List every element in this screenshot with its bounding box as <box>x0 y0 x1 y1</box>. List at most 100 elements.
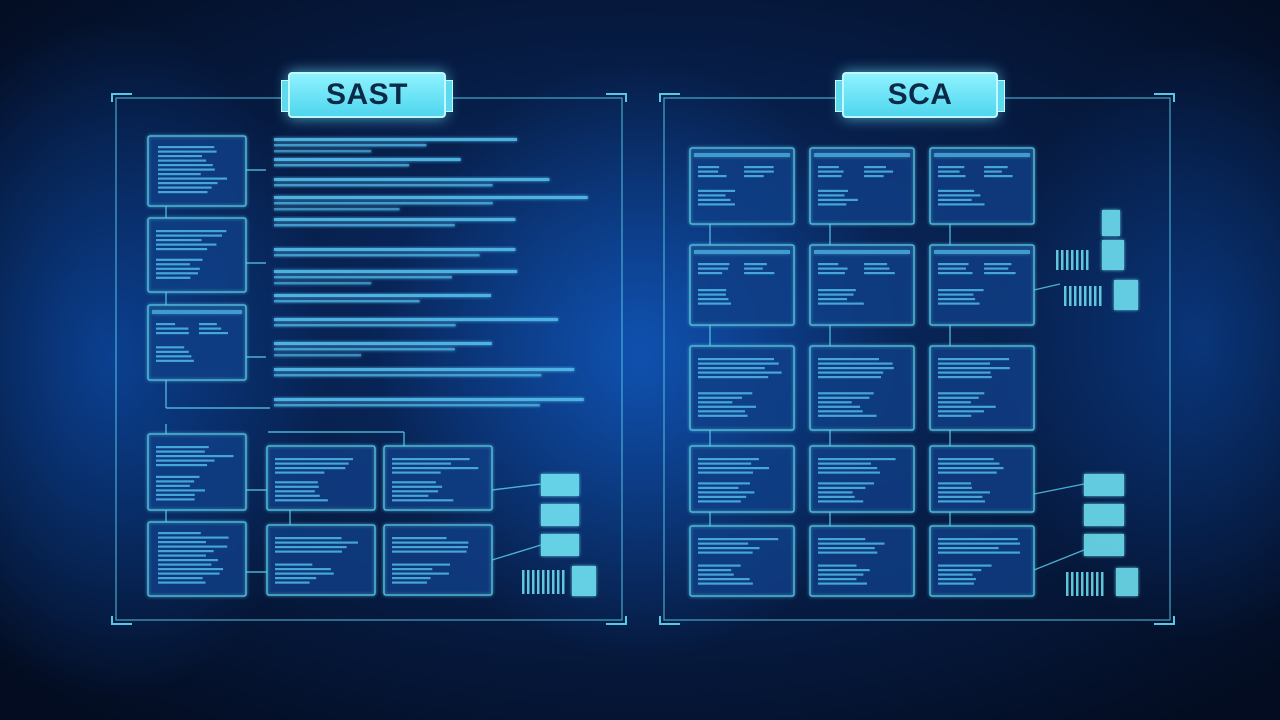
text-line-bar <box>818 358 879 361</box>
text-line-bar <box>158 532 201 535</box>
sast-code-row <box>274 368 575 377</box>
box-frame <box>147 217 247 293</box>
code-row-bar <box>274 208 400 211</box>
text-line-bar <box>392 572 449 575</box>
box-text-block <box>818 289 864 305</box>
code-row-bar <box>274 224 455 227</box>
sca-accent-block <box>1102 210 1120 236</box>
box-header-bar <box>694 250 790 254</box>
text-line-bar <box>818 569 870 572</box>
text-line-bar <box>158 572 220 575</box>
text-line-bar <box>275 471 325 474</box>
code-row-bar <box>274 342 492 345</box>
box-text-block <box>156 323 189 335</box>
box-text-block <box>938 166 966 178</box>
sast-accent-block <box>541 504 579 526</box>
text-line-bar <box>744 175 764 178</box>
text-line-bar <box>938 462 1000 465</box>
text-line-bar <box>698 194 726 197</box>
text-line-bar <box>818 564 857 567</box>
text-line-bar <box>938 166 965 169</box>
box-text-block <box>158 146 228 194</box>
box-text-block <box>156 446 234 467</box>
text-line-bar <box>392 494 429 497</box>
text-line-bar <box>818 194 845 197</box>
sast-accent-block <box>572 566 596 596</box>
box-text-block <box>818 458 896 474</box>
text-line-bar <box>156 327 189 330</box>
text-line-bar <box>938 170 960 173</box>
box-text-block <box>698 358 782 379</box>
text-line-bar <box>698 392 753 395</box>
text-line-bar <box>392 471 441 474</box>
box-text-block <box>698 289 731 305</box>
text-line-bar <box>818 467 878 470</box>
text-line-bar <box>698 362 779 365</box>
text-line-bar <box>156 323 176 326</box>
frame-corner-br <box>606 616 627 625</box>
sca-connector <box>1033 549 1085 571</box>
code-row-bar <box>274 178 550 181</box>
sast-code-row <box>274 318 559 327</box>
text-line-bar <box>864 263 888 266</box>
text-line-bar <box>938 367 1010 370</box>
text-line-bar <box>938 410 984 413</box>
text-line-bar <box>818 401 852 404</box>
text-line-bar <box>158 168 215 171</box>
box-text-block <box>938 189 985 206</box>
text-line-bar <box>158 159 207 162</box>
text-line-bar <box>698 471 754 474</box>
text-line-bar <box>698 547 760 550</box>
text-line-bar <box>984 267 1009 270</box>
text-line-bar <box>275 546 347 549</box>
text-line-bar <box>744 263 767 266</box>
box-text-block <box>698 166 727 178</box>
text-line-bar <box>818 272 845 275</box>
box-text-block <box>984 166 1013 178</box>
box-text-block <box>938 263 973 275</box>
text-line-bar <box>818 482 874 485</box>
code-row-bar <box>274 368 575 371</box>
sca-barcode-bar <box>1071 250 1074 270</box>
box-header-bar <box>694 153 790 157</box>
text-line-bar <box>698 198 731 201</box>
text-line-bar <box>392 462 451 465</box>
text-line-bar <box>818 582 867 585</box>
text-line-bar <box>984 175 1013 178</box>
sca-barcode-bar <box>1101 572 1104 596</box>
sca-accent-block <box>1114 280 1138 310</box>
text-line-bar <box>818 293 854 296</box>
box-frame <box>689 244 795 326</box>
box-frame <box>383 524 493 596</box>
text-line-bar <box>698 573 734 576</box>
text-line-bar <box>392 577 431 580</box>
box-frame <box>689 525 795 597</box>
sca-barcode-bar <box>1099 286 1102 306</box>
text-line-bar <box>818 189 848 192</box>
code-row-bar <box>274 404 540 407</box>
text-line-bar <box>392 481 436 484</box>
text-line-bar <box>156 464 208 467</box>
text-line-bar <box>984 170 1002 173</box>
text-line-bar <box>698 582 753 585</box>
text-line-bar <box>698 538 779 541</box>
text-line-bar <box>938 569 982 572</box>
box-header-bar <box>934 250 1030 254</box>
text-line-bar <box>156 355 192 358</box>
text-line-bar <box>156 493 195 496</box>
text-line-bar <box>156 276 191 279</box>
box-text-block <box>275 458 353 474</box>
text-line-bar <box>818 578 857 581</box>
text-line-bar <box>392 563 450 566</box>
text-line-bar <box>938 578 976 581</box>
text-line-bar <box>158 568 224 571</box>
text-line-bar <box>156 475 200 478</box>
box-frame <box>929 244 1035 326</box>
text-line-bar <box>698 289 727 292</box>
box-text-block <box>938 289 984 305</box>
text-line-bar <box>818 263 839 266</box>
text-line-bar <box>156 234 222 237</box>
text-line-bar <box>275 481 318 484</box>
box-text-block <box>938 458 1004 474</box>
text-line-bar <box>698 272 723 275</box>
